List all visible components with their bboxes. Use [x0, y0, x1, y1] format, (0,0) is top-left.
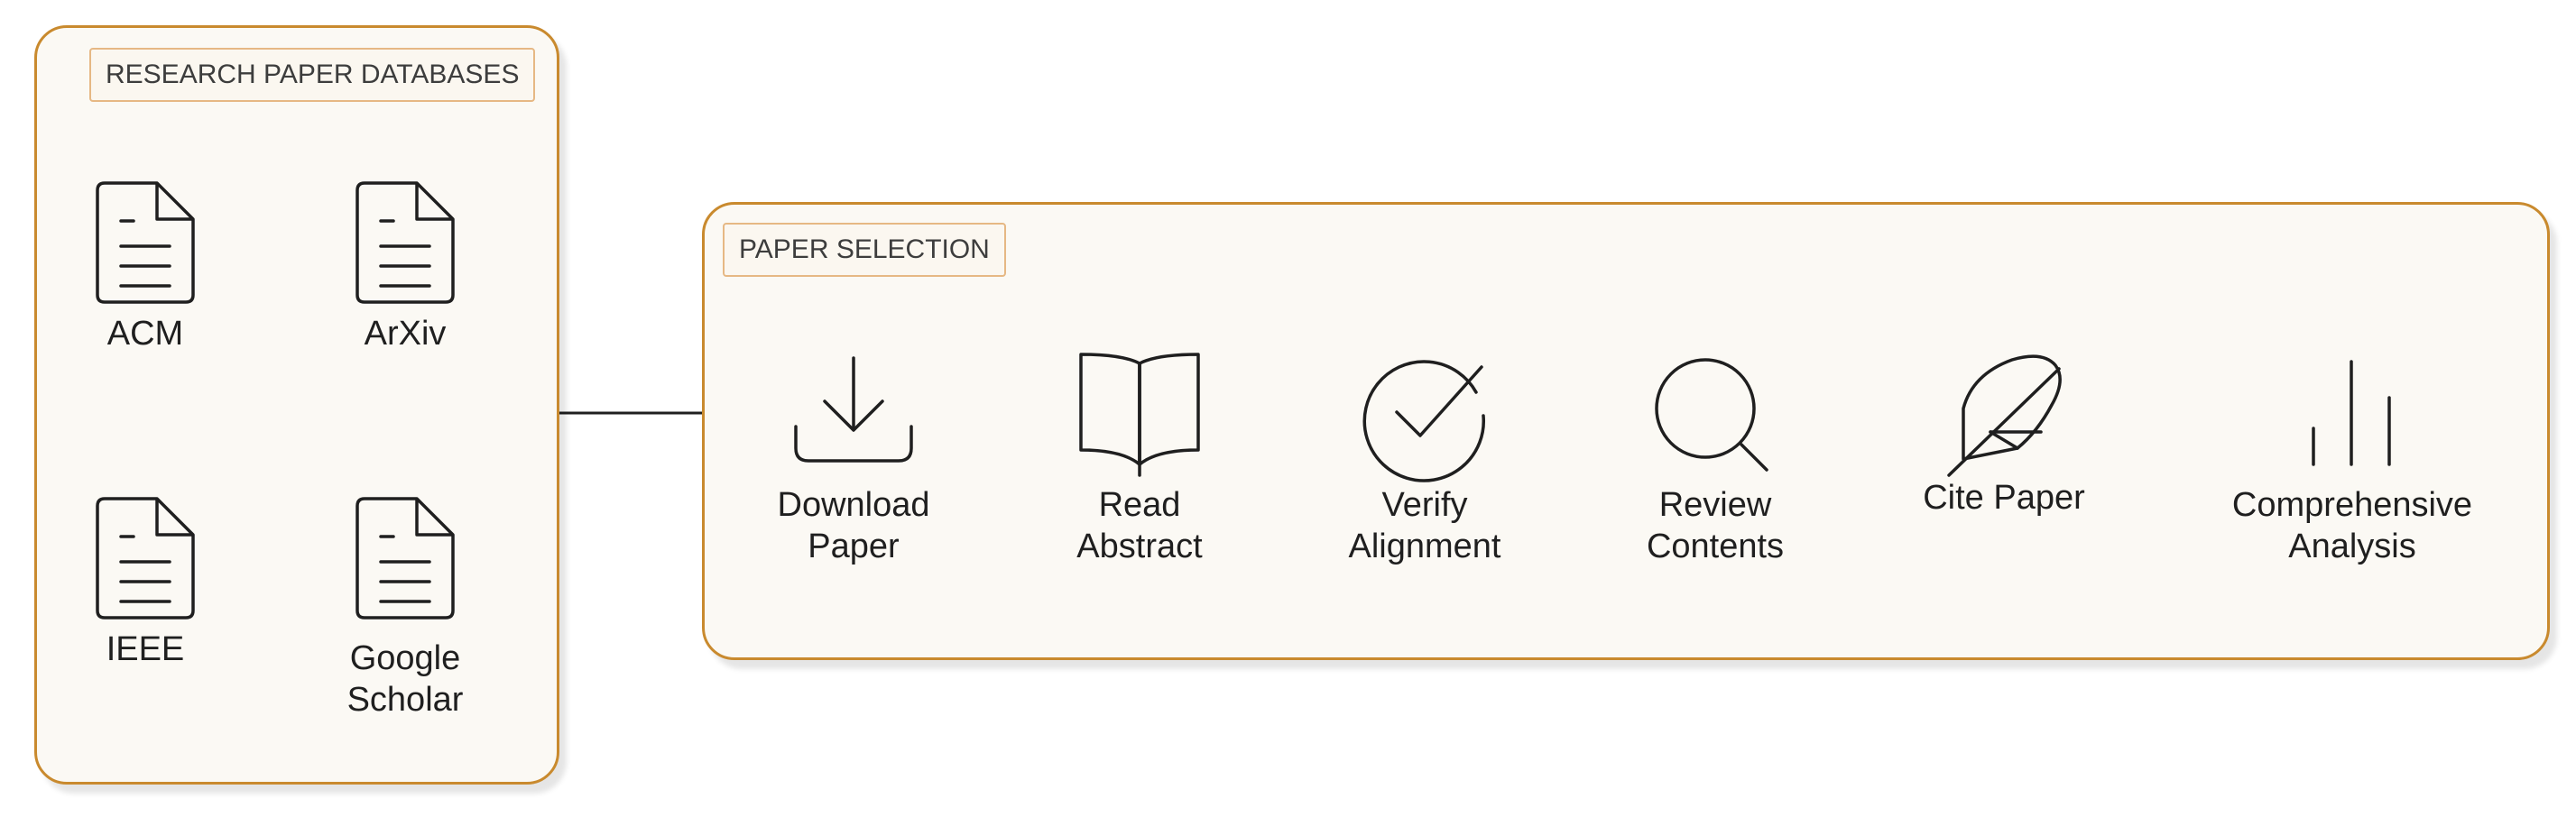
- database-label: ACM: [106, 315, 184, 353]
- step-label: Download Paper: [777, 486, 930, 565]
- step-cite-paper[interactable]: Cite Paper: [1860, 349, 2148, 519]
- database-label: Google Scholar: [346, 639, 464, 719]
- step-comprehensive-analysis[interactable]: Comprehensive Analysis: [2208, 349, 2497, 567]
- database-acm[interactable]: ACM: [37, 179, 254, 354]
- step-read-abstract[interactable]: Read Abstract: [995, 349, 1284, 567]
- step-label: Comprehensive Analysis: [2231, 486, 2473, 565]
- document-icon: [96, 181, 195, 304]
- step-label: Review Contents: [1646, 486, 1785, 565]
- document-icon: [355, 497, 455, 620]
- research-paper-databases-group: RESEARCH PAPER DATABASES ACM ArXiv: [34, 25, 559, 785]
- step-download-paper[interactable]: Download Paper: [709, 349, 998, 567]
- step-review-contents[interactable]: Review Contents: [1571, 349, 1860, 567]
- paper-selection-group: PAPER SELECTION Download Paper Read Abst…: [702, 202, 2550, 660]
- step-label: Verify Alignment: [1348, 486, 1501, 565]
- database-ieee[interactable]: IEEE: [37, 495, 254, 670]
- download-icon: [794, 356, 913, 463]
- step-verify-alignment[interactable]: Verify Alignment: [1280, 349, 1569, 567]
- magnifier-icon: [1655, 358, 1768, 472]
- document-icon: [355, 181, 455, 304]
- step-label: Cite Paper: [1923, 479, 2085, 517]
- selection-group-title: PAPER SELECTION: [723, 223, 1006, 277]
- step-label: Read Abstract: [1076, 486, 1203, 565]
- database-label: IEEE: [106, 630, 185, 668]
- databases-group-title: RESEARCH PAPER DATABASES: [89, 48, 536, 102]
- check-circle-icon: [1362, 360, 1486, 482]
- feather-pen-icon: [1947, 354, 2062, 477]
- open-book-icon: [1079, 353, 1200, 477]
- database-arxiv[interactable]: ArXiv: [297, 179, 513, 354]
- database-label: ArXiv: [364, 315, 447, 353]
- database-google-scholar[interactable]: Google Scholar: [297, 495, 513, 721]
- document-icon: [96, 497, 195, 620]
- bar-chart-icon: [2312, 360, 2391, 466]
